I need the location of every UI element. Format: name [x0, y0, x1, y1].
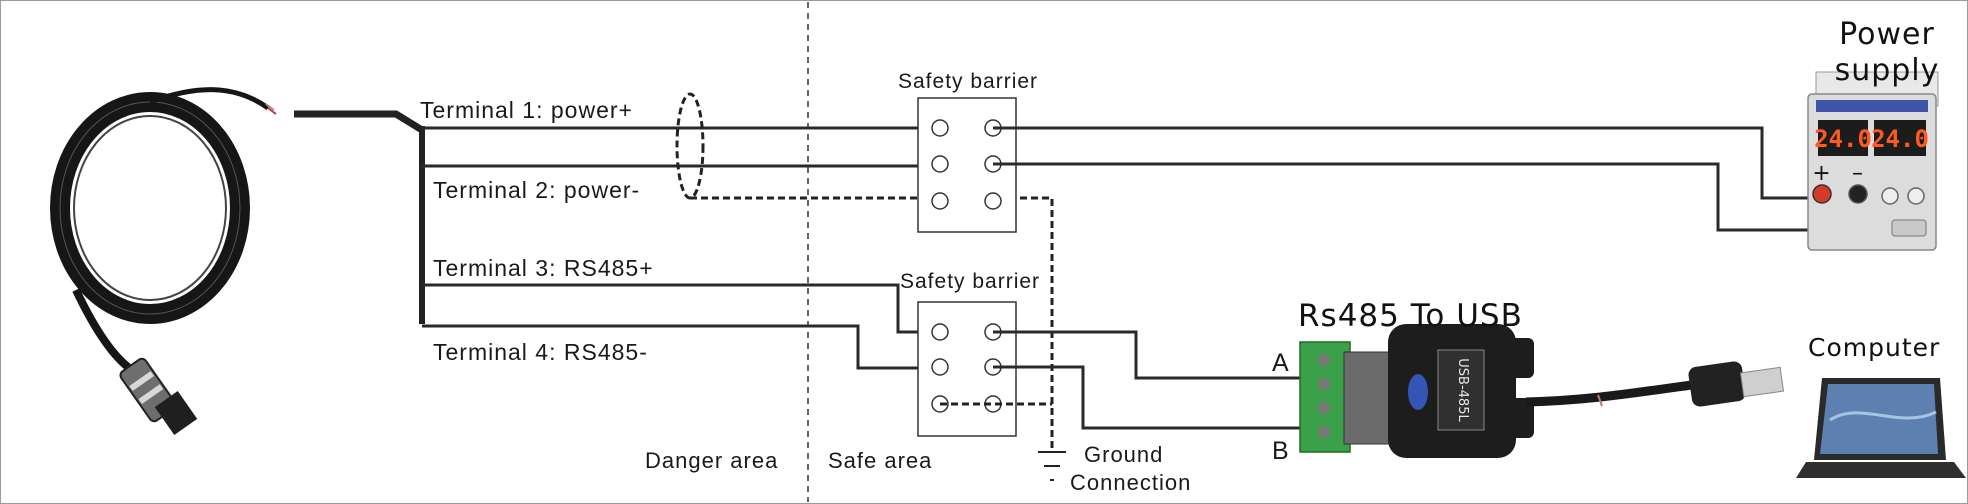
pin-a-label: A	[1272, 349, 1290, 377]
power-supply-unit: 24.0 24.0 + –	[1807, 71, 1939, 251]
pin-b-label: B	[1272, 437, 1290, 465]
sensor-main-cable	[294, 110, 425, 324]
power-supply-label-line1: Power	[1839, 17, 1935, 52]
voltage-knob-icon	[1881, 187, 1899, 205]
current-knob-icon	[1907, 187, 1925, 205]
usb-cable	[1525, 361, 1785, 407]
danger-area-label: Danger area	[645, 448, 778, 473]
positive-terminal-icon	[1812, 184, 1832, 204]
safe-area-label: Safe area	[828, 448, 932, 473]
voltage-display-left: 24.0	[1814, 125, 1872, 153]
ground-label-line1: Ground	[1084, 442, 1163, 467]
laptop-icon	[1796, 378, 1966, 478]
plus-sign: +	[1812, 161, 1831, 186]
converter-chip-label: USB-485L	[1455, 358, 1470, 422]
safety-barrier-2	[917, 301, 1017, 437]
power-supply-label-line2: supply	[1835, 53, 1940, 88]
rs485-usb-converter: USB-485L	[1299, 324, 1534, 458]
computer-label: Computer	[1808, 333, 1940, 362]
terminal-3-label: Terminal 3: RS485+	[433, 255, 654, 281]
terminal-1-label: Terminal 1: power+	[420, 97, 633, 123]
ground-symbol	[1038, 451, 1066, 481]
negative-terminal-icon	[1848, 184, 1868, 204]
safety-barrier-2-label: Safety barrier	[900, 270, 1040, 293]
minus-sign: –	[1852, 161, 1864, 186]
converter-label: Rs485 To USB	[1298, 298, 1523, 334]
terminal-4-label: Terminal 4: RS485-	[433, 339, 648, 365]
ground-label-line2: Connection	[1070, 470, 1191, 495]
terminal-wires	[422, 126, 940, 370]
shield-ground-wire	[690, 196, 1054, 448]
safety-barrier-1-label: Safety barrier	[898, 70, 1038, 93]
voltage-display-right: 24.0	[1871, 125, 1929, 153]
pressure-sensor-probe	[119, 357, 198, 435]
terminal-2-label: Terminal 2: power-	[433, 177, 640, 203]
